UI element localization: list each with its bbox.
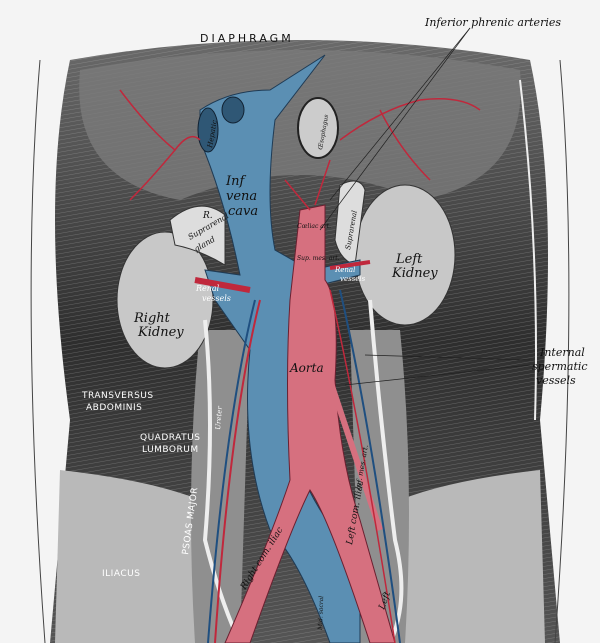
label-ivc-2: vena <box>226 189 257 204</box>
abdominal-aorta <box>224 204 396 643</box>
label-r-renal-2: vessels <box>202 294 231 303</box>
psoas-major <box>191 330 250 643</box>
label-l-renal-2: vessels <box>340 275 366 283</box>
oesophagus <box>297 97 339 159</box>
left-common-iliac-artery <box>327 379 383 531</box>
label-aorta: Aorta <box>289 361 324 375</box>
label-iliacus: ILIACUS <box>102 569 140 579</box>
label-diaphragm: DIAPHRAGM <box>200 32 294 45</box>
label-spermatic-2: spermatic <box>532 360 588 373</box>
label-transversus-1: TRANSVERSUS <box>81 391 154 401</box>
internal-spermatic-vessels <box>339 289 401 643</box>
leader-lines <box>319 27 531 386</box>
left-renal-vessels <box>329 260 371 270</box>
label-quadratus-1: QUADRATUS <box>140 433 200 443</box>
inferior-phrenic-arteries <box>119 89 481 211</box>
label-sup-mes-art: Sup. mes. art. <box>297 255 340 262</box>
right-suprarenal-gland <box>169 205 226 266</box>
label-right-kidney-1: Right <box>133 311 171 326</box>
left-ureter <box>368 299 404 643</box>
label-coeliac-art: Cœliac art. <box>297 223 331 230</box>
hepatic-vein-opening <box>197 107 219 153</box>
label-spermatic-3: vessels <box>536 374 576 387</box>
label-ivc-1: Inf <box>225 174 247 189</box>
label-ivc-3: cava <box>228 204 258 219</box>
right-kidney <box>116 231 214 369</box>
label-r-suprarenal-1: R. <box>202 211 213 221</box>
label-left-kidney-1: Left <box>395 252 423 267</box>
right-renal-vessels <box>194 277 251 293</box>
label-ureter: Ureter <box>214 405 224 430</box>
label-left-kidney-2: Kidney <box>391 266 438 281</box>
label-transversus-2: ABDOMINIS <box>86 403 142 413</box>
label-inferior-phrenic-arteries: Inferior phrenic arteries <box>424 16 561 29</box>
label-l-renal-1: Renal <box>334 266 355 274</box>
label-r-renal-1: Renal <box>195 284 220 293</box>
label-quadratus-2: LUMBORUM <box>142 445 199 455</box>
right-ureter <box>202 319 242 643</box>
label-spermatic-1: Internal <box>539 346 585 359</box>
iliacus-muscle <box>55 470 200 643</box>
label-right-kidney-2: Kidney <box>137 325 184 340</box>
label-mid-sacral: Mid. sacral <box>317 596 325 631</box>
